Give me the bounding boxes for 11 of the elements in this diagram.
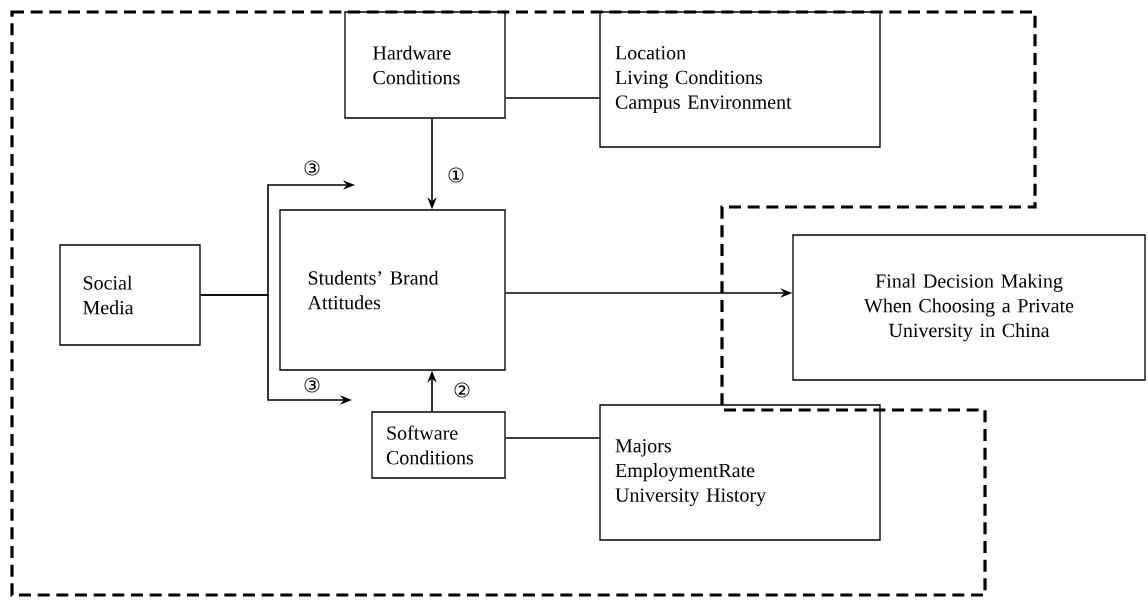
edge-label: ① [448,167,464,183]
edge-label: ③ [304,160,320,176]
factor-list-box: Majors EmploymentRate University History [599,404,881,541]
edge-label: ③ [304,377,320,393]
process-box: Students’ Brand Attitudes [279,209,506,371]
edge-label: ② [454,382,470,398]
outcome-box: Final Decision Making When Choosing a Private University in China [792,234,1146,381]
process-box: Hardware Conditions [344,11,506,119]
factor-list-box: Location Living Conditions Campus Environment [599,11,881,148]
process-box: Software Conditions [371,411,506,479]
process-box: Social Media [59,244,201,346]
